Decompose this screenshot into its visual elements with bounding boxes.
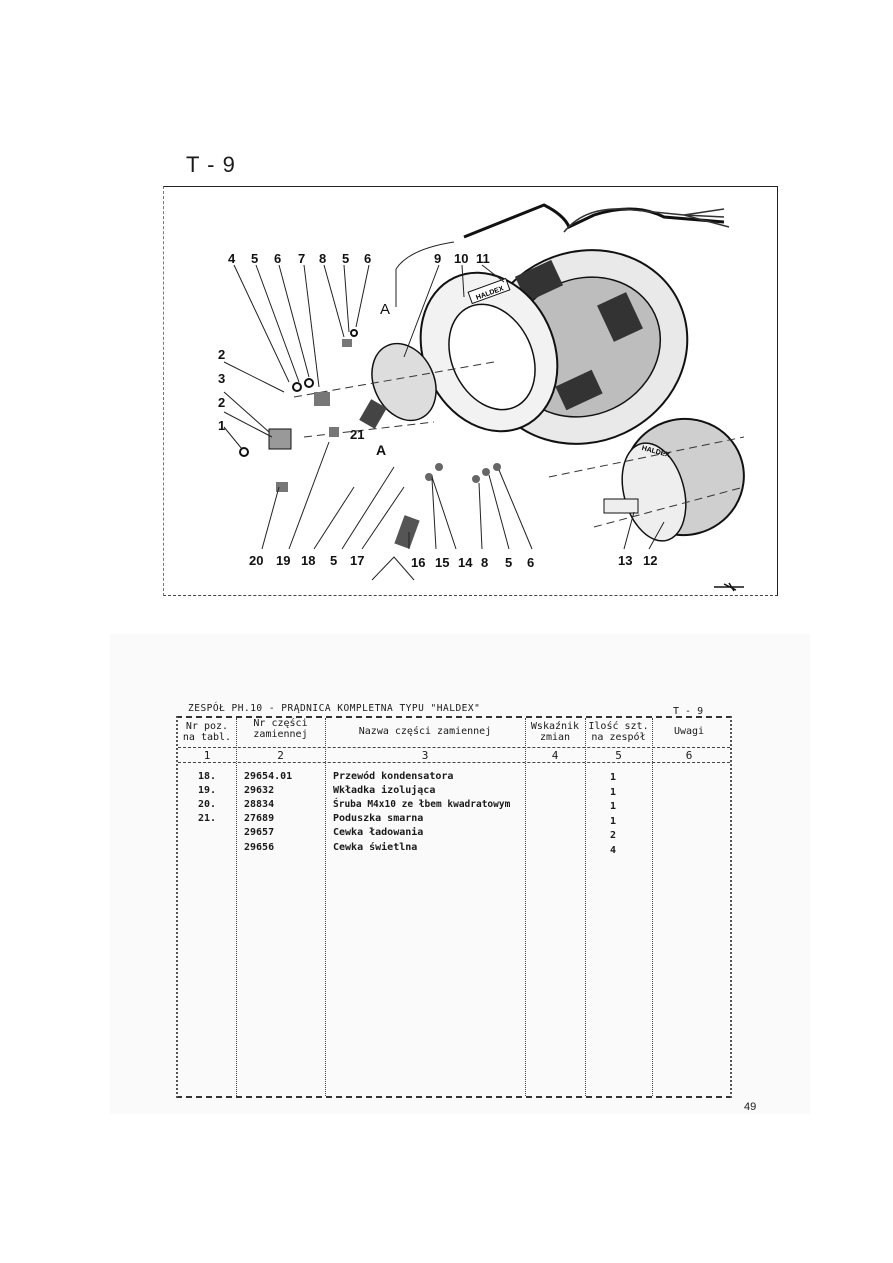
header-notes: Uwagi [673, 726, 705, 737]
callout-10: 10 [454, 251, 468, 266]
callout-3: 3 [218, 371, 225, 386]
callout-18: 18 [301, 553, 315, 568]
publisher-mark-icon [714, 582, 744, 592]
view-label-a-2: A [376, 442, 386, 458]
callout-16: 16 [411, 555, 425, 570]
callout-7: 7 [298, 251, 305, 266]
column-number: 2 [277, 749, 284, 762]
callout-20: 20 [249, 553, 263, 568]
callout-8: 8 [319, 251, 326, 266]
callout-5b: 5 [342, 251, 349, 266]
table-title: ZESPÓŁ PH.10 - PRĄDNICA KOMPLETNA TYPU "… [188, 703, 481, 714]
callout-2b: 2 [218, 395, 225, 410]
callout-15: 15 [435, 555, 449, 570]
callout-5d: 5 [505, 555, 512, 570]
callout-8b: 8 [481, 555, 488, 570]
header-part-name: Nazwa części zamiennej [358, 726, 492, 737]
callout-6: 6 [274, 251, 281, 266]
plate-code: T - 9 [186, 152, 236, 177]
column-number: 3 [421, 749, 429, 762]
header-quantity: Ilość szt.na zespół [588, 721, 649, 743]
exploded-diagram: 4 5 6 7 8 5 6 9 10 11 2 3 2 1 20 19 18 5… [163, 186, 778, 596]
callout-5: 5 [251, 251, 258, 266]
column-number: 4 [551, 749, 559, 762]
header-position: Nr poz.na tabl. [182, 721, 232, 743]
callout-9: 9 [434, 251, 441, 266]
callout-1: 1 [218, 418, 225, 433]
callout-6c: 6 [527, 555, 534, 570]
callout-14: 14 [458, 555, 473, 570]
callout-11: 11 [476, 251, 490, 266]
callout-12: 12 [643, 553, 657, 568]
callout-4: 4 [228, 251, 236, 266]
view-label-a: A [380, 301, 390, 318]
callout-19: 19 [276, 553, 290, 568]
callout-21: 21 [350, 427, 364, 442]
callout-13: 13 [618, 553, 632, 568]
scan-background [110, 634, 810, 1114]
table-plate-code: T - 9 [673, 706, 704, 717]
page-number: 49 [744, 1101, 757, 1113]
callout-17: 17 [350, 553, 364, 568]
callout-2: 2 [218, 347, 225, 362]
column-number: 6 [685, 749, 693, 762]
callout-5c: 5 [330, 553, 337, 568]
column-number: 5 [615, 749, 622, 762]
column-number: 1 [203, 749, 211, 762]
diagram-drawing: 4 5 6 7 8 5 6 9 10 11 2 3 2 1 20 19 18 5… [218, 203, 745, 592]
callout-6b: 6 [364, 251, 371, 266]
